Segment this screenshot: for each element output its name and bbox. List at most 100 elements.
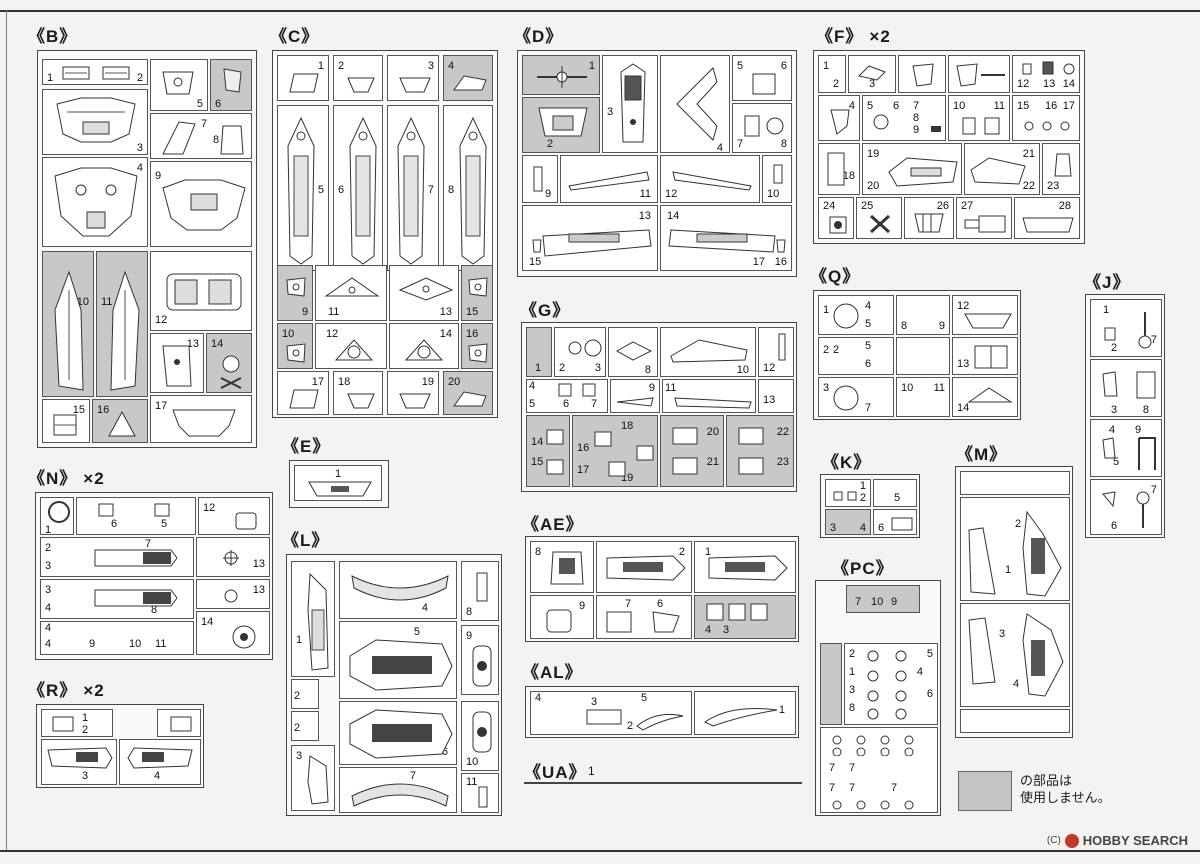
runner-b-part-6: 6	[210, 59, 252, 111]
runner-l-part-4: 4	[339, 561, 457, 619]
runner-e-part-1: 1	[294, 465, 382, 501]
legend-line-2: 使用しません。	[1020, 790, 1111, 805]
runner-m-top-bar	[960, 471, 1070, 495]
runner-g-part-9: 9	[610, 379, 660, 413]
runner-n-part-13b: 13	[196, 579, 270, 609]
runner-g-part-12: 12	[758, 327, 794, 377]
runner-c-part-9: 9	[277, 265, 313, 321]
runner-d-part-9: 9	[522, 155, 558, 203]
runner-c-part-20: 20	[443, 371, 493, 415]
runner-b-part-17: 17	[150, 395, 252, 443]
runner-label-q: 《Q》	[810, 267, 861, 286]
hobby-search-watermark: (C) HOBBY SEARCH	[1047, 833, 1188, 848]
runner-c-part-19: 19	[387, 371, 439, 415]
runner-c-part-8: 8	[443, 105, 493, 271]
runner-g-part-11: 11	[662, 379, 756, 413]
runner-f-part-18: 18	[818, 143, 860, 195]
runner-b-part-16: 16	[92, 399, 148, 443]
runner-b-part-3: 3	[42, 89, 148, 155]
watermark-brand: HOBBY SEARCH	[1082, 833, 1188, 848]
runner-n-part-12: 12	[198, 497, 270, 535]
runner-e-frame: 1	[289, 460, 389, 508]
runner-f-part-26: 26	[904, 197, 954, 239]
runner-b-part-10: 10	[42, 251, 94, 397]
runner-b-part-11: 11	[96, 251, 148, 397]
runner-g-part-13: 13	[758, 379, 794, 413]
runner-d-part-4: 4	[660, 55, 730, 154]
runner-f-part-pentagon-a	[898, 55, 946, 93]
left-rule	[6, 10, 7, 850]
runner-label-ae: 《AE》	[522, 515, 584, 534]
runner-c-part-5: 5	[277, 105, 329, 271]
runner-label-m: 《M》	[956, 445, 1008, 464]
runner-g-part-10: 10	[660, 327, 756, 377]
unused-parts-legend: の部品は 使用しません。	[1020, 772, 1111, 806]
runner-r-part-4: 4	[119, 739, 201, 785]
runner-q-part-14: 14	[952, 377, 1018, 417]
runner-q-part-13: 13	[952, 337, 1018, 375]
runner-label-pc: 《PC》	[832, 559, 894, 578]
runner-b-part-14: 14	[206, 333, 252, 393]
runner-l-part-6: 6	[339, 701, 457, 765]
runner-l-part-2b: 2	[291, 711, 319, 741]
runner-b-part-15: 15	[42, 399, 90, 443]
runner-r-part-3: 3	[41, 739, 117, 785]
runner-label-l: 《L》	[282, 531, 330, 550]
runner-label-al: 《AL》	[522, 663, 583, 682]
runner-d-part-11: 11	[560, 155, 658, 203]
legend-line-1: の部品は	[1020, 773, 1073, 788]
runner-c-part-12: 12	[315, 323, 387, 369]
runner-c-part-10: 10	[277, 323, 313, 369]
runner-c-part-17: 17	[277, 371, 329, 415]
runner-label-n: 《N》×2	[28, 469, 105, 488]
runner-f-part-4: 4	[818, 95, 860, 141]
runner-l-part-2: 2	[291, 679, 319, 709]
runner-ae-part-8: 8	[530, 541, 594, 593]
hobby-search-logo-icon	[1064, 833, 1079, 848]
runner-c-part-16: 16	[461, 323, 493, 369]
runner-label-k: 《K》	[822, 453, 872, 472]
runner-label-ua: 《UA》	[524, 763, 587, 782]
ua-part-number: 1	[588, 764, 595, 778]
runner-n-part-13: 13	[196, 537, 270, 577]
runner-k-part-6: 6	[873, 509, 917, 535]
runner-c-part-18: 18	[333, 371, 383, 415]
top-rule	[0, 10, 1200, 12]
runner-l-part-10: 10	[461, 701, 499, 771]
runner-b-part-13: 13	[150, 333, 204, 393]
runner-f-part-24: 24	[818, 197, 854, 239]
runner-l-part-9: 9	[461, 625, 499, 695]
runner-al-part-1: 1	[694, 691, 796, 735]
runner-label-e: 《E》	[282, 437, 331, 456]
runner-l-part-11: 11	[461, 773, 499, 813]
